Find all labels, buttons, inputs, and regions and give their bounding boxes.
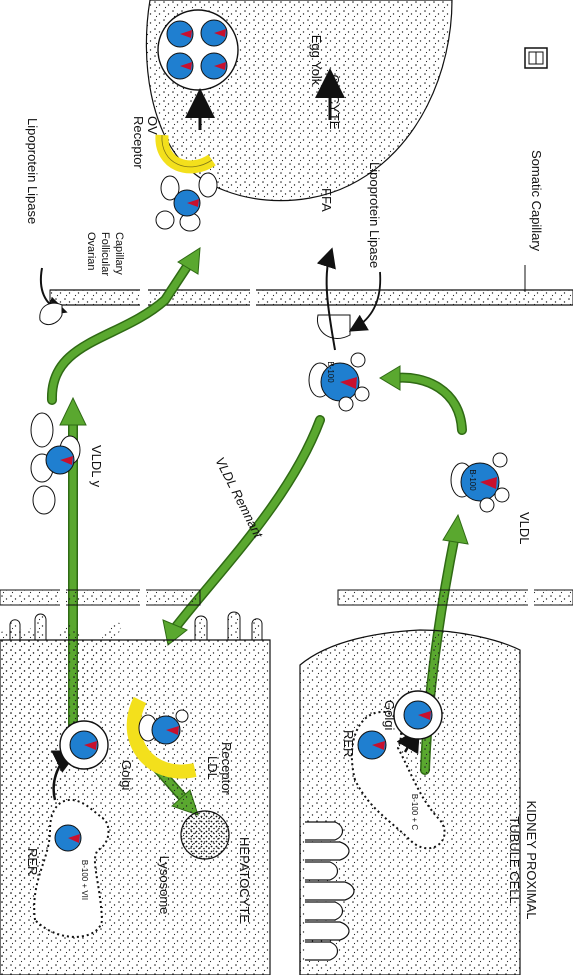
kidney-vldl-particle: [451, 453, 509, 512]
somatic-capillary-label: Somatic Capillary: [529, 150, 544, 252]
apo-b100-mid: B-100: [326, 361, 335, 383]
lysosome-label: Lysosome: [157, 856, 172, 915]
vldl-y-particle-receptor: [156, 173, 217, 231]
hepatocyte-membrane: [0, 589, 200, 606]
yolk-particle: [167, 53, 193, 79]
lipoprotein-lipase-mid-label: Lipoprotein Lipase: [367, 162, 382, 268]
lipoprotein-lipase-top-label: Lipoprotein Lipase: [25, 118, 40, 224]
hepatocyte-label: HEPATOCYTE: [237, 837, 252, 923]
apo-b100-c-label: B-100 + C: [410, 794, 419, 830]
vldl-label: VLDL: [517, 512, 532, 545]
ovarian-label-2: Follicular: [99, 232, 111, 276]
ldl-receptor-label-1: LDL: [205, 756, 220, 780]
yolk-particle: [201, 53, 227, 79]
ovarian-label-1: Ovarian: [85, 232, 97, 271]
legend-box-icon: [525, 48, 547, 68]
apo-b100-kidney: B-100: [468, 469, 477, 491]
kidney-membrane: [338, 589, 573, 606]
ldl-receptor-label-2: Receptor: [219, 742, 234, 795]
rer-bottom-label: RER: [341, 730, 356, 757]
rer-top-label: RER: [25, 848, 40, 875]
capillary-vldl-particle: [309, 353, 369, 411]
ovarian-label-3: Capillary: [113, 232, 125, 275]
apo-b100-vii-label: B-100 + VII: [80, 860, 89, 900]
egg-yolk: [158, 10, 238, 90]
lysosome: [181, 811, 229, 859]
golgi-bottom-label: Golgi: [382, 700, 397, 730]
yolk-particle: [201, 20, 227, 46]
kidney-label-2: TUBULE CELL: [507, 816, 522, 903]
ffa-label: FFA: [319, 188, 334, 212]
kidney-label-1: KIDNEY PROXIMAL: [524, 801, 539, 920]
egg-yolk-label: Egg Yolk: [309, 35, 324, 86]
golgi-top-label: Golgi: [119, 760, 134, 790]
hepatocyte-golgi: [60, 721, 108, 769]
vldl-y-label: VLDL y: [89, 445, 104, 488]
yolk-particle: [167, 21, 193, 47]
vldl-remnant-label: VLDL Remnant: [212, 455, 266, 542]
kidney-golgi: [394, 691, 442, 739]
ov-receptor-label-1: OV: [145, 116, 160, 135]
ov-receptor-label-2: Receptor: [131, 116, 146, 169]
